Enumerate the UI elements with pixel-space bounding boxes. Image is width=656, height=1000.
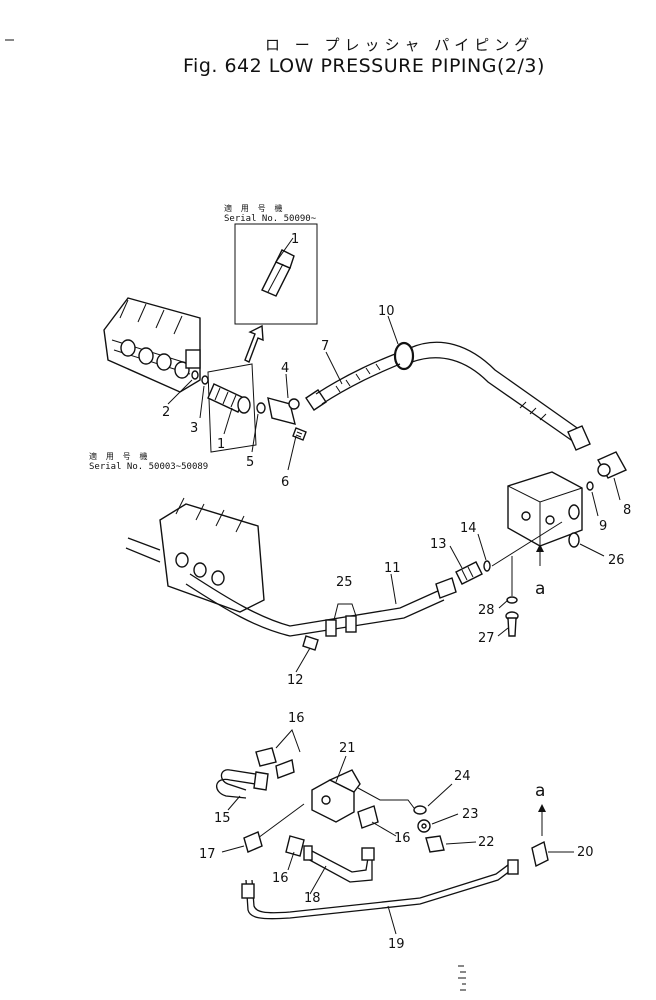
label-22: 22 xyxy=(478,835,495,850)
tube-18 xyxy=(303,845,375,883)
tube-15 xyxy=(216,769,269,799)
leader-1-top xyxy=(275,237,294,263)
view-label-a-lower: a xyxy=(535,781,545,801)
inset-box-lower xyxy=(207,363,257,453)
label-21: 21 xyxy=(339,741,356,756)
label-11: 11 xyxy=(384,561,401,576)
part-labels: 1 1 2 3 4 5 6 7 8 9 10 11 12 13 14 25 26… xyxy=(162,232,631,952)
pipe-10-run xyxy=(393,341,591,451)
fitting-1-lower xyxy=(207,383,251,414)
adapter-16-b xyxy=(285,835,305,857)
label-26: 26 xyxy=(608,553,625,568)
label-24: 24 xyxy=(454,769,471,784)
view-arrow-a-upper-head xyxy=(536,544,544,552)
label-10: 10 xyxy=(378,304,395,319)
label-16-top: 16 xyxy=(288,711,305,726)
label-23: 23 xyxy=(462,807,479,822)
elbow-20 xyxy=(531,840,549,868)
serial-note-upper: 適 用 号 機 Serial No. 50090~ xyxy=(224,203,316,225)
label-20: 20 xyxy=(577,845,594,860)
o-ring-9 xyxy=(586,481,594,491)
o-ring-14 xyxy=(483,560,491,572)
plug-6 xyxy=(292,427,307,441)
label-18: 18 xyxy=(304,891,321,906)
serial-note-upper-jp: 適 用 号 機 xyxy=(224,204,285,213)
label-7: 7 xyxy=(321,339,329,354)
elbow-16-right xyxy=(357,805,379,829)
leader-16-top xyxy=(275,729,301,753)
control-valve-upper xyxy=(103,297,201,393)
label-16-bottom: 16 xyxy=(272,871,289,886)
fitting-8 xyxy=(597,451,627,479)
label-16-right: 16 xyxy=(394,831,411,846)
tube-19 xyxy=(241,859,519,920)
label-4: 4 xyxy=(281,361,289,376)
o-ring-2 xyxy=(191,370,199,380)
inset-box-upper xyxy=(234,223,318,325)
elbow-4 xyxy=(267,397,300,425)
label-1-top: 1 xyxy=(291,232,299,247)
label-12: 12 xyxy=(287,673,304,688)
fitting-1-inset xyxy=(261,249,295,297)
label-2: 2 xyxy=(162,405,170,420)
footer-mark xyxy=(458,965,466,991)
label-17: 17 xyxy=(199,847,216,862)
arrow-to-inset xyxy=(244,324,264,363)
serial-note-lower-jp: 適 用 号 機 xyxy=(89,452,150,461)
label-25: 25 xyxy=(336,575,353,590)
view-label-a-upper: a xyxy=(535,579,545,599)
o-ring-3 xyxy=(201,375,209,385)
label-6: 6 xyxy=(281,475,289,490)
label-19: 19 xyxy=(388,937,405,952)
title-japanese: ロ ー プレッシャ パイピング xyxy=(265,36,535,54)
block-21 xyxy=(311,769,361,823)
serial-note-upper-text: Serial No. 50090~ xyxy=(224,214,317,224)
connector-13 xyxy=(455,561,483,585)
serial-note-lower: 適 用 号 機 Serial No. 50003~50089 xyxy=(89,451,208,473)
bolt-27-washer-28 xyxy=(505,596,519,637)
label-3: 3 xyxy=(190,421,198,436)
pipe-11 xyxy=(185,573,457,637)
label-1-lower: 1 xyxy=(217,437,225,452)
hose-7 xyxy=(305,353,401,411)
serial-note-lower-text: Serial No. 50003~50089 xyxy=(89,462,209,472)
clamp-25 xyxy=(325,615,357,637)
manifold-26 xyxy=(507,471,583,548)
washer-24-23-bolt-22 xyxy=(413,805,445,853)
label-5: 5 xyxy=(246,455,254,470)
o-ring-5 xyxy=(256,402,266,414)
label-8: 8 xyxy=(623,503,631,518)
view-arrow-a-lower-head xyxy=(538,804,546,812)
label-27: 27 xyxy=(478,631,495,646)
label-13: 13 xyxy=(430,537,447,552)
leader-lines xyxy=(167,315,621,935)
plug-12 xyxy=(302,635,319,651)
leader-block-bracket xyxy=(357,787,415,809)
title-english: Fig. 642 LOW PRESSURE PIPING(2/3) xyxy=(183,55,545,77)
label-14: 14 xyxy=(460,521,477,536)
label-28: 28 xyxy=(478,603,495,618)
adapter-16-a xyxy=(255,747,295,779)
label-9: 9 xyxy=(599,519,607,534)
clamp-25-bracket xyxy=(333,603,357,621)
leader-17-link xyxy=(257,803,305,839)
label-15: 15 xyxy=(214,811,231,826)
control-valve-lower xyxy=(125,497,265,613)
elbow-17 xyxy=(243,831,263,853)
